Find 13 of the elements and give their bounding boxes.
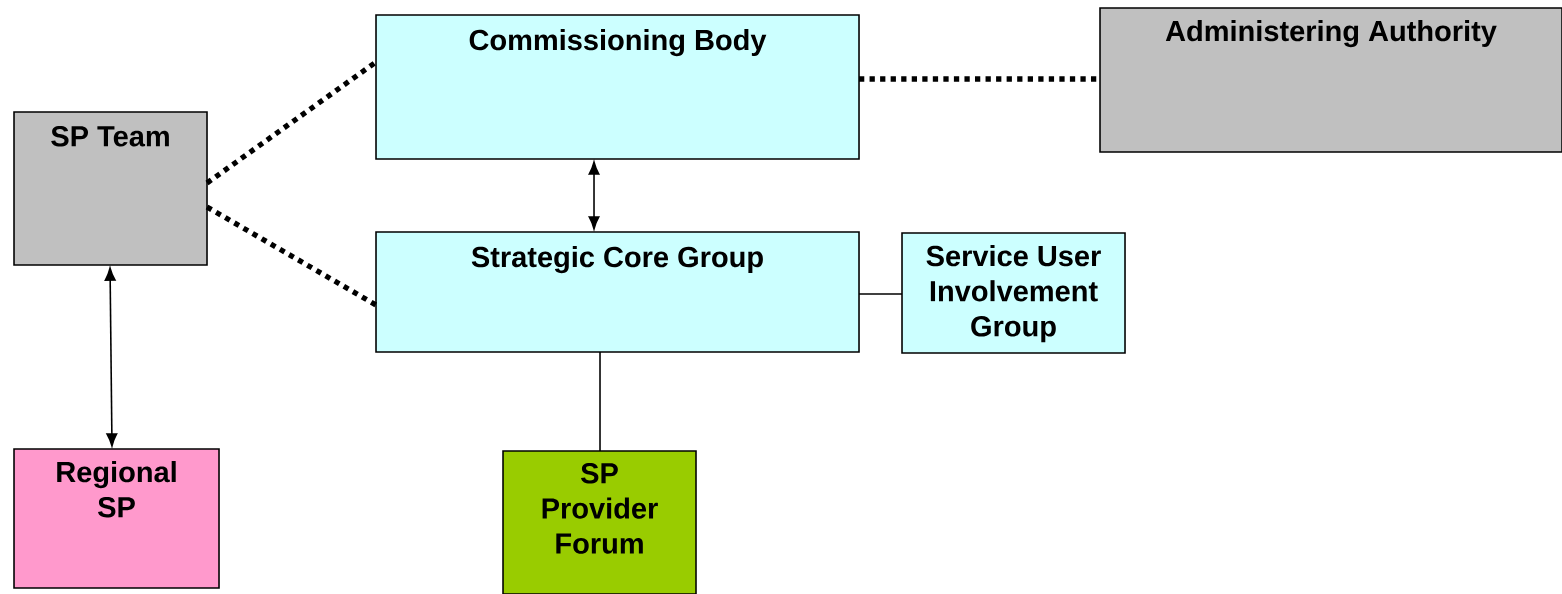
process-box: Service User Involvement Group — [901, 232, 1126, 354]
process-box: Strategic Core Group — [375, 231, 860, 353]
connector-line — [599, 351, 601, 452]
process-box: Commissioning Body — [375, 14, 860, 160]
arrow — [104, 267, 118, 447]
connector-line — [205, 59, 378, 186]
authority-box: Administering Authority — [1099, 7, 1562, 153]
connector-line — [205, 204, 378, 308]
connector-line — [858, 293, 903, 295]
arrow — [588, 161, 600, 230]
forum-box: SP Provider Forum — [502, 450, 697, 594]
team-box: SP Team — [13, 111, 208, 266]
region-box: Regional SP — [13, 448, 220, 589]
